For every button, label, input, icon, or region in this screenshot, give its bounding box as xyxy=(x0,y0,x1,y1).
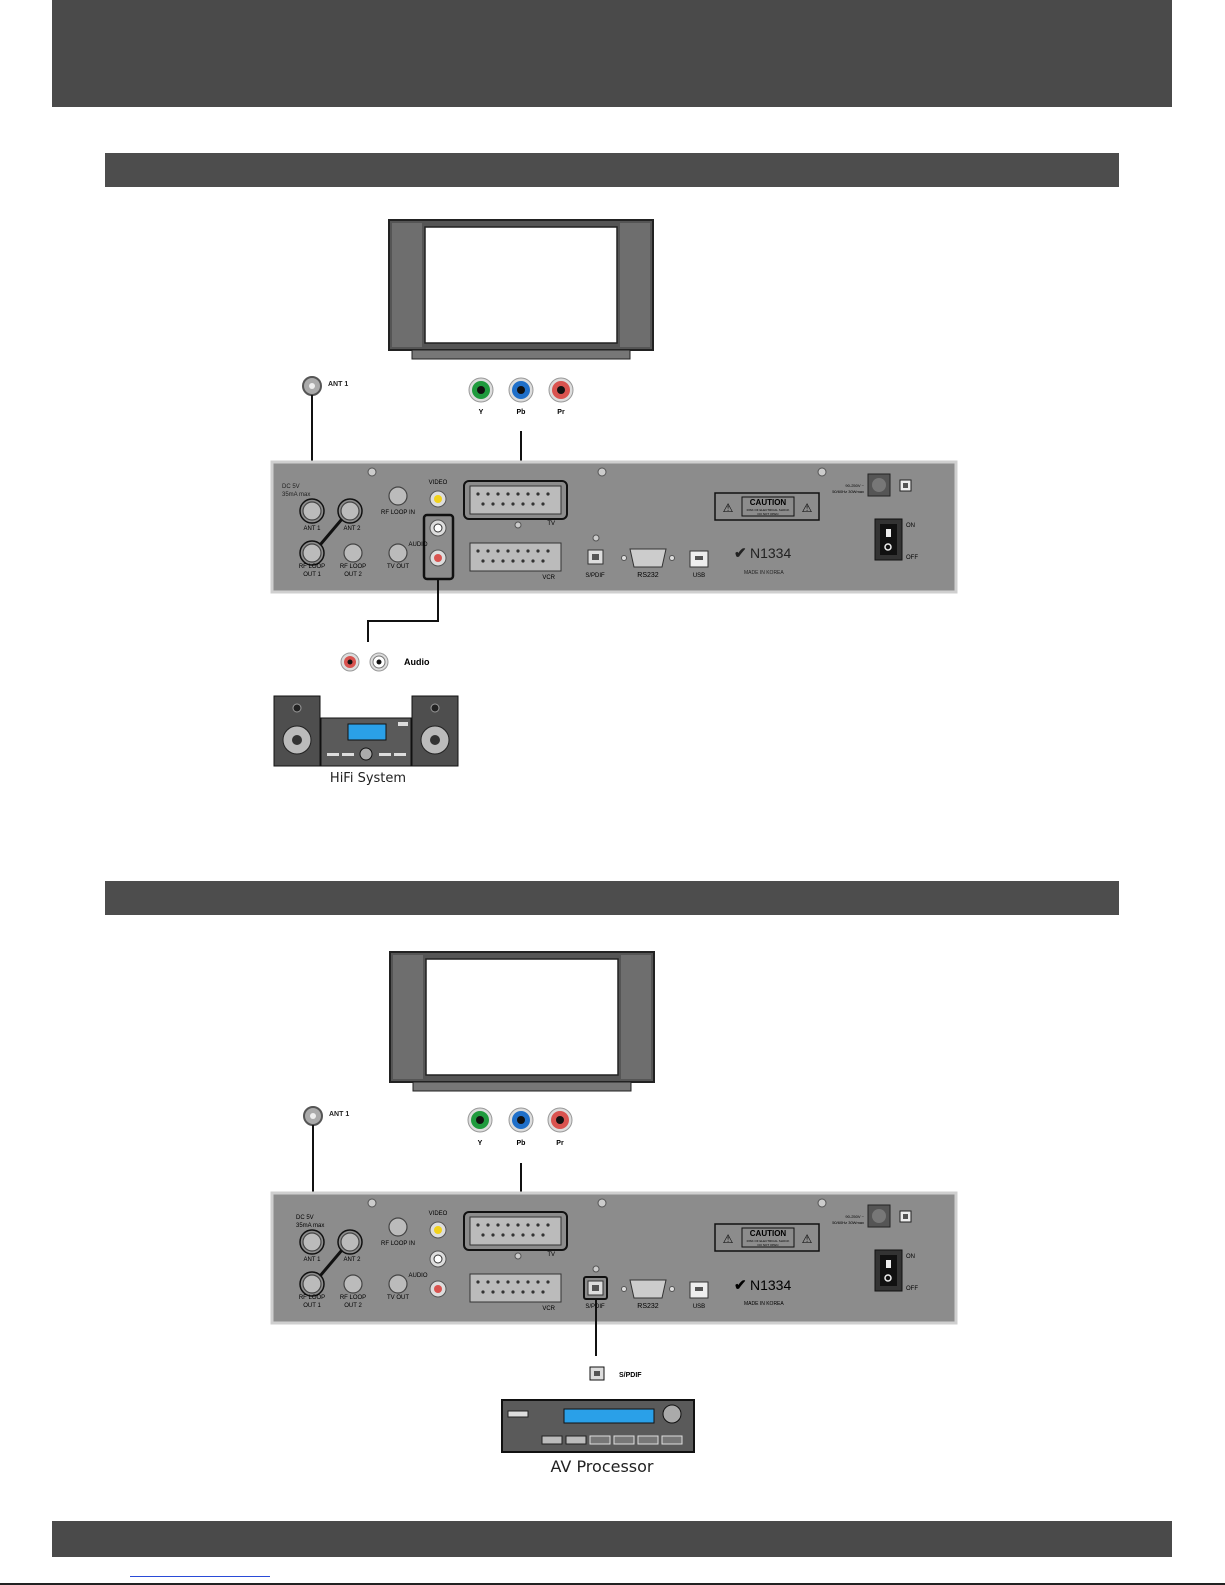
power-rating-1: 90-250V ~ xyxy=(845,483,864,488)
component-jack-y-icon xyxy=(468,377,494,403)
audio-port-label-2: AUDIO xyxy=(408,1273,427,1279)
rf-loop-out1-label-b-2: OUT 1 xyxy=(303,1303,321,1309)
hifi-system-icon xyxy=(273,695,459,767)
rf-loop-out2-label-a-2: RF LOOP xyxy=(340,1295,366,1301)
ant2-port-label-2: ANT 2 xyxy=(344,1257,362,1263)
spdif-port-label: S/PDIF xyxy=(585,573,605,579)
vcr-scart-label-2: VCR xyxy=(542,1306,555,1312)
on-label-2: ON xyxy=(906,1254,915,1260)
made-in-label: MADE IN KOREA xyxy=(744,570,784,576)
av-processor-icon xyxy=(501,1399,695,1453)
tv-scart-label: TV xyxy=(547,521,555,527)
audio-jack-white-icon xyxy=(369,652,389,672)
tv-illustration-2 xyxy=(389,951,655,1092)
caution-triangle-icon: ⚠ xyxy=(723,501,734,515)
audio-jack-red-icon xyxy=(340,652,360,672)
tv-illustration xyxy=(388,219,654,360)
caution-line2-2: DO NOT OPEN xyxy=(758,1243,779,1247)
footer-link-underline xyxy=(130,1576,270,1577)
dc-label-2: DC 5V xyxy=(296,1215,314,1221)
dc-label: DC 5V xyxy=(282,484,300,490)
spdif-connector-icon xyxy=(589,1366,605,1381)
on-label: ON xyxy=(906,523,915,529)
caution-triangle-icon-2: ⚠ xyxy=(802,501,813,515)
check-mark-icon: ✔ xyxy=(734,545,747,562)
tv-scart-label-2: TV xyxy=(547,1252,555,1258)
video-label: VIDEO xyxy=(429,480,448,486)
label-pb: Pb xyxy=(517,409,526,416)
rf-loop-out1-label-a: RF LOOP xyxy=(299,564,325,570)
model-label: N1334 xyxy=(750,545,791,561)
rf-loop-out2-label-b: OUT 2 xyxy=(344,572,362,578)
antenna-connector-icon xyxy=(302,376,322,396)
ant1-port-label-2: ANT 1 xyxy=(304,1257,322,1263)
receiver-back-panel: DC 5V 35mA max ANT 1 ANT 2 RF LOOP IN RF… xyxy=(270,460,958,594)
made-in-label-2: MADE IN KOREA xyxy=(744,1301,784,1307)
top-banner xyxy=(52,0,1172,107)
bottom-banner xyxy=(52,1521,1172,1557)
section-header-bar-1 xyxy=(105,153,1119,187)
receiver-back-panel-2: DC 5V 35mA max ANT 1 ANT 2 RF LOOP IN RF… xyxy=(270,1191,958,1325)
av-processor-caption: AV Processor xyxy=(550,1457,653,1476)
usb-port-label-2: USB xyxy=(693,1304,705,1310)
component-jack-pr-icon xyxy=(548,377,574,403)
rf-loop-out1-label-b: OUT 1 xyxy=(303,572,321,578)
rf-loop-out2-label-b-2: OUT 2 xyxy=(344,1303,362,1309)
section-header-bar-2 xyxy=(105,881,1119,915)
rs232-port-label: RS232 xyxy=(637,572,659,579)
power-rating-2-2: 50/60Hz 30Wmax xyxy=(832,1220,864,1225)
usb-port-label: USB xyxy=(693,573,705,579)
rf-loop-out1-label-a-2: RF LOOP xyxy=(299,1295,325,1301)
label-pr: Pr xyxy=(557,409,565,416)
caution-label-2: CAUTION xyxy=(750,1229,787,1238)
audio-port-label: AUDIO xyxy=(408,542,427,548)
component-jack-pb-icon-2 xyxy=(508,1107,534,1133)
audio-cable xyxy=(367,579,439,642)
component-jack-pb-icon xyxy=(508,377,534,403)
caution-line1: RISK OF ELECTRICAL SHOCK xyxy=(747,508,790,512)
caution-line1-2: RISK OF ELECTRICAL SHOCK xyxy=(747,1239,790,1243)
caution-line2: DO NOT OPEN xyxy=(758,512,779,516)
vcr-scart-label: VCR xyxy=(542,575,555,581)
ant-label: ANT 1 xyxy=(328,381,348,388)
video-label-2: VIDEO xyxy=(429,1211,448,1217)
ant-label-2: ANT 1 xyxy=(329,1111,349,1118)
dc-sub-label: 35mA max xyxy=(282,492,310,498)
label-pb-2: Pb xyxy=(517,1140,526,1147)
power-rating-1-2: 90-250V ~ xyxy=(845,1214,864,1219)
av-processor-connection-diagram: ANT 1 Y Pb Pr DC 5V 35mA max ANT 1 ANT 2… xyxy=(270,951,958,1476)
model-label-2: N1334 xyxy=(750,1277,791,1293)
rf-loop-out2-label-a: RF LOOP xyxy=(340,564,366,570)
component-jack-pr-icon-2 xyxy=(547,1107,573,1133)
dc-sub-label-2: 35mA max xyxy=(296,1223,324,1229)
hifi-connection-diagram: ANT 1 Y Pb Pr DC 5V 35mA max AN xyxy=(270,219,958,786)
spdif-label: S/PDIF xyxy=(619,1372,642,1379)
off-label: OFF xyxy=(906,555,918,561)
label-y: Y xyxy=(479,409,484,416)
tv-out-label-2: TV OUT xyxy=(387,1295,409,1301)
caution-label: CAUTION xyxy=(750,498,787,507)
ant2-port-label: ANT 2 xyxy=(344,526,362,532)
power-rating-2: 50/60Hz 30Wmax xyxy=(832,489,864,494)
label-pr-2: Pr xyxy=(556,1140,564,1147)
hifi-caption: HiFi System xyxy=(330,771,406,786)
rs232-port-label-2: RS232 xyxy=(637,1303,659,1310)
tv-out-label: TV OUT xyxy=(387,564,409,570)
check-mark-icon-2: ✔ xyxy=(734,1277,747,1294)
rf-loop-in-label: RF LOOP IN xyxy=(381,510,415,516)
ant1-port-label: ANT 1 xyxy=(304,526,322,532)
rf-loop-in-label-2: RF LOOP IN xyxy=(381,1241,415,1247)
caution-triangle-icon-4: ⚠ xyxy=(802,1232,813,1246)
footer-rule xyxy=(0,1583,1225,1585)
label-y-2: Y xyxy=(478,1140,483,1147)
component-jack-y-icon-2 xyxy=(467,1107,493,1133)
off-label-2: OFF xyxy=(906,1286,918,1292)
antenna-connector-icon-2 xyxy=(303,1106,323,1126)
caution-triangle-icon-3: ⚠ xyxy=(723,1232,734,1246)
audio-label: Audio xyxy=(404,657,430,667)
